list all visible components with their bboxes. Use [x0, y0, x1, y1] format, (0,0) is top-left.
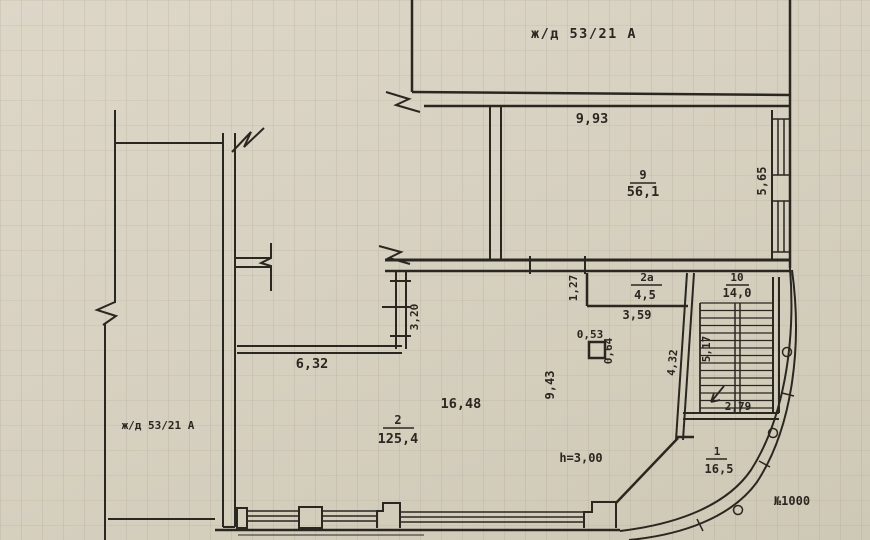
dimension-320: 3,20 — [408, 304, 421, 331]
building-label-left: ж/д 53/21 А — [122, 419, 195, 432]
left-party-wall — [222, 133, 271, 528]
room2a-partition — [585, 273, 688, 308]
partition-320 — [382, 272, 411, 349]
adjacent-building-top-outline — [410, 0, 792, 268]
room2-number: 2 — [394, 413, 401, 427]
dimension-632: 6,32 — [296, 356, 329, 372]
partition-632 — [237, 345, 402, 354]
dimension-top-width: 9,93 — [576, 111, 609, 127]
ceiling-height-note: h=3,00 — [559, 451, 602, 465]
premises-number-label: №1000 — [774, 494, 810, 508]
room2a-number: 2а — [640, 271, 653, 284]
dimension-column-height: 0,64 — [602, 337, 615, 364]
wall-break-marks — [94, 91, 421, 326]
room9-walls — [385, 104, 790, 274]
dimension-127: 1,27 — [567, 275, 580, 302]
room2a-area: 4,5 — [634, 288, 656, 302]
room9-area: 56,1 — [627, 184, 660, 200]
dimension-517: 5,17 — [700, 336, 713, 363]
room1-number: 1 — [714, 445, 721, 458]
room9-window-wall — [771, 110, 790, 259]
room2-area: 125,4 — [378, 431, 419, 447]
dimension-279: 2,79 — [725, 400, 752, 413]
left-building-edge — [104, 110, 223, 540]
room1-area: 16,5 — [705, 462, 734, 476]
building-label-top: ж/д 53/21 А — [531, 26, 637, 42]
dimension-432: 4,32 — [665, 349, 681, 377]
column-symbol — [587, 340, 607, 360]
stair-treads — [700, 302, 773, 409]
staircase-block — [675, 272, 780, 441]
dimension-room9-depth: 5,65 — [755, 167, 769, 196]
room-number-fraction-bars — [383, 182, 749, 460]
dimension-943: 9,43 — [543, 371, 557, 400]
south-window-wall — [215, 501, 620, 536]
dimension-359: 3,59 — [623, 308, 652, 322]
stair-direction-arrow — [710, 385, 725, 403]
room10-area: 14,0 — [723, 286, 752, 300]
curved-facade — [619, 267, 797, 540]
dimension-1648: 16,48 — [441, 396, 482, 412]
room10-number: 10 — [730, 271, 743, 284]
dimension-column-width: 0,53 — [577, 328, 604, 341]
room1-boundary — [615, 435, 694, 504]
room9-number: 9 — [639, 168, 646, 182]
